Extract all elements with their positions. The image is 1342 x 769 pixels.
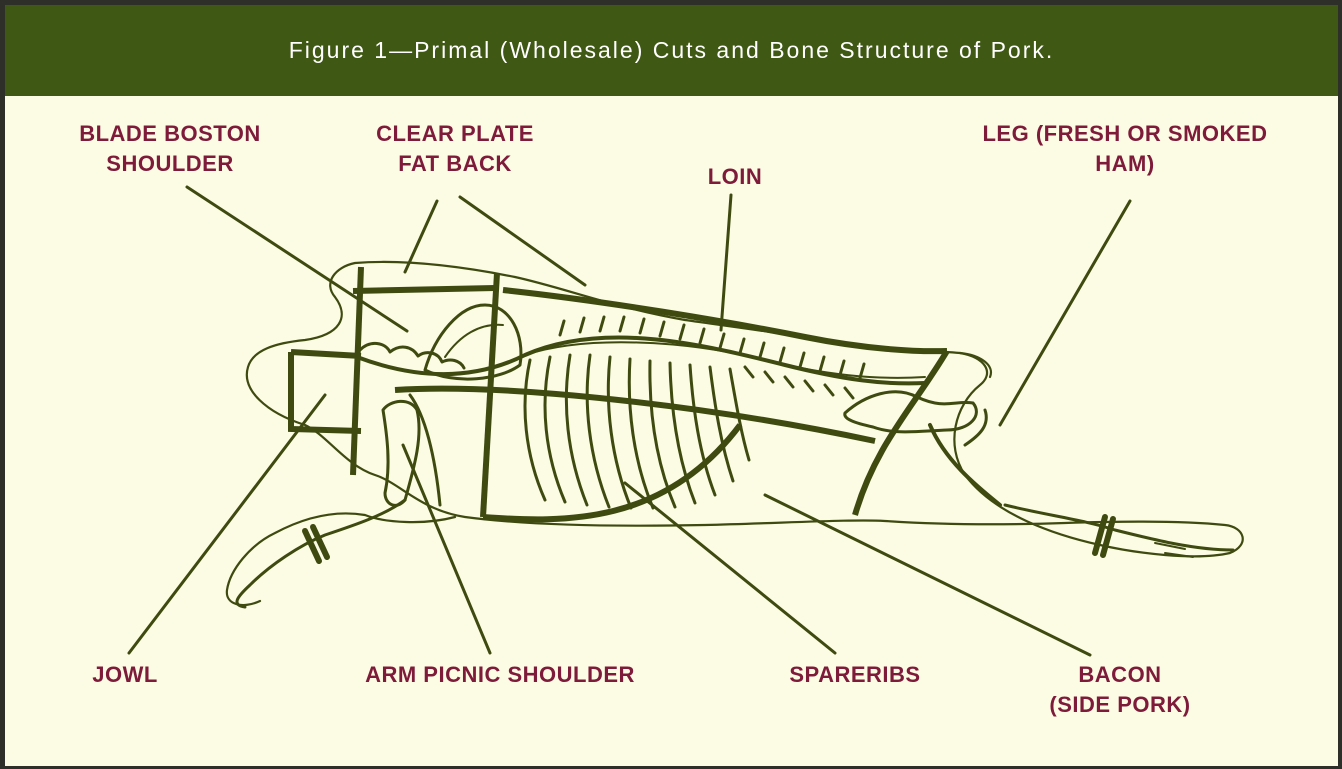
label-bacon: BACON (SIDE PORK) (1015, 660, 1225, 720)
label-blade-boston-shoulder: BLADE BOSTON SHOULDER (55, 119, 285, 179)
label-arm-picnic-shoulder: ARM PICNIC SHOULDER (325, 660, 675, 690)
label-jowl: JOWL (65, 660, 185, 690)
label-clear-plate-fat-back: CLEAR PLATE FAT BACK (350, 119, 560, 179)
label-leg: LEG (FRESH OR SMOKED HAM) (925, 119, 1325, 179)
skeleton (237, 305, 1233, 607)
label-spareribs: SPARERIBS (765, 660, 945, 690)
leader-lines (129, 187, 1130, 655)
label-loin: LOIN (695, 162, 775, 192)
